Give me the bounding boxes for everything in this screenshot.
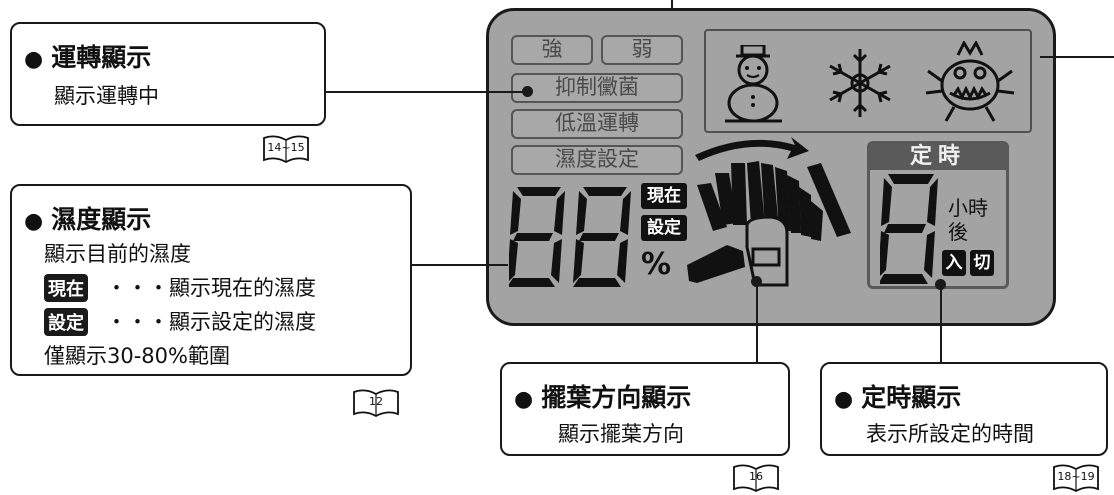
swing-louver-icon [687, 137, 851, 287]
callout-timer: ●定時顯示 表示所設定的時間 [820, 362, 1108, 456]
page-ref-timer: 18~19 [1052, 463, 1100, 493]
snowflake-icon [829, 49, 891, 117]
page-ref-humidity: 12 [352, 388, 400, 418]
bullet-icon: ● [514, 387, 534, 412]
bullet-icon: ● [24, 47, 44, 72]
callout-humidity-title: ●濕度顯示 [24, 205, 152, 234]
timer-digit [880, 174, 938, 284]
callout-operation-title: ●運轉顯示 [24, 43, 152, 72]
callout-humidity-row-now: 現在・・・顯示現在的濕度 [44, 272, 316, 302]
timer-title: 定時 [870, 144, 1006, 170]
bullet-icon: ● [24, 209, 44, 234]
timer-off-indicator: 切 [970, 250, 994, 276]
timer-after-label: 後 [948, 220, 968, 244]
leader-timer-v [940, 284, 942, 362]
timer-frame: 定時 小時 後 入 切 [867, 141, 1009, 289]
mode-icon-panel [704, 29, 1032, 133]
leader-humidity [412, 264, 508, 266]
mold-suppression-label: 抑制黴菌 [511, 73, 683, 103]
open-book-icon [353, 389, 399, 418]
fan-weak-label: 弱 [601, 35, 683, 65]
open-book-icon [1053, 464, 1099, 493]
snowman-icon [725, 45, 782, 123]
humidity-digits [509, 187, 631, 287]
callout-humidity-desc: 顯示目前的濕度 [44, 242, 191, 266]
low-temp-operation-label: 低溫運轉 [511, 109, 683, 139]
fan-strong-label: 強 [511, 35, 593, 65]
callout-timer-desc: 表示所設定的時間 [866, 422, 1034, 446]
leader-top [671, 0, 673, 10]
callout-humidity-note: 僅顯示30-80%範圍 [44, 344, 230, 368]
page-ref-operation: 14~15 [262, 134, 310, 164]
callout-swing: ●擺葉方向顯示 顯示擺葉方向 [500, 362, 790, 456]
leader-operation [326, 91, 526, 93]
leader-swing-v [756, 280, 758, 362]
callout-timer-title: ●定時顯示 [834, 383, 962, 412]
page-ref-swing: 16 [732, 463, 780, 493]
leader-right [1040, 56, 1114, 58]
lcd-display-panel: 強 弱 抑制黴菌 低溫運轉 濕度設定 [486, 8, 1056, 326]
leader-timer-dot [935, 279, 946, 290]
callout-operation-desc: 顯示運轉中 [54, 84, 159, 108]
callout-humidity-row-set: 設定・・・顯示設定的濕度 [44, 306, 316, 336]
lcd-tag-set: 設定 [641, 215, 687, 241]
callout-humidity: ●濕度顯示 顯示目前的濕度 現在・・・顯示現在的濕度 設定・・・顯示設定的濕度 … [10, 184, 412, 376]
timer-hours-label: 小時 [948, 196, 988, 220]
callout-swing-title: ●擺葉方向顯示 [514, 383, 692, 412]
lcd-tag-now: 現在 [641, 183, 687, 209]
percent-sign: % [641, 247, 672, 282]
callout-operation: ●運轉顯示 顯示運轉中 [10, 22, 326, 126]
timer-on-indicator: 入 [942, 250, 966, 276]
callout-swing-desc: 顯示擺葉方向 [558, 422, 684, 446]
mold-creature-icon [925, 41, 1015, 122]
leader-operation-dot [522, 86, 533, 97]
leader-swing-dot [751, 276, 762, 287]
bullet-icon: ● [834, 387, 854, 412]
humidity-setting-label: 濕度設定 [511, 145, 683, 175]
open-book-icon [733, 464, 779, 493]
open-book-icon [263, 135, 309, 164]
